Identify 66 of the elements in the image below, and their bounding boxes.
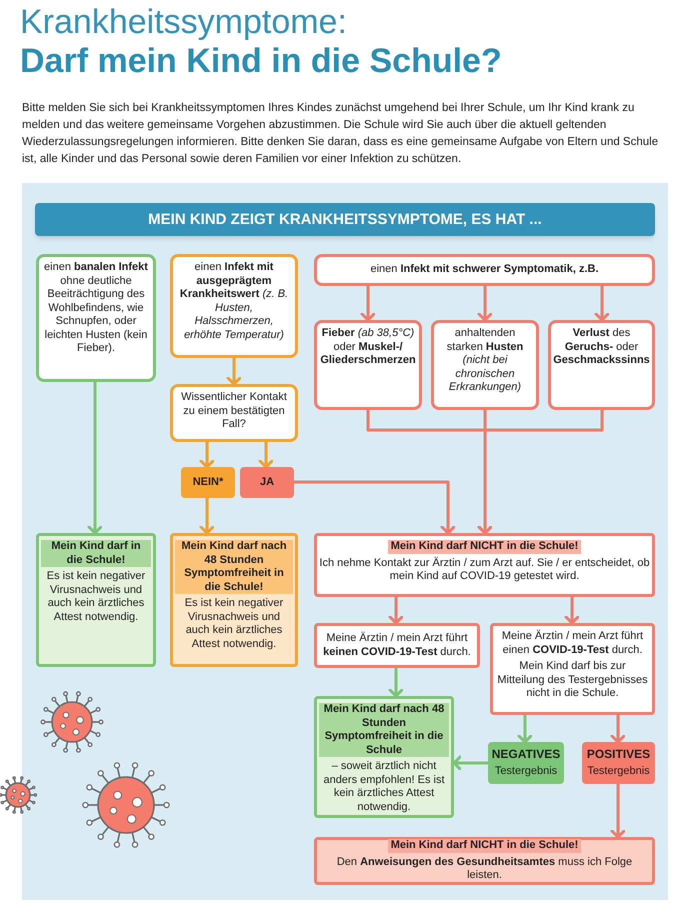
test-result-box	[582, 742, 655, 784]
box-text: Testergebnis	[587, 764, 650, 778]
box-text: – soweit ärztlich nicht anders empfohlen! Es ist kein ärztliches Attest notwendig.	[322, 760, 446, 814]
arrow	[88, 382, 102, 534]
symptom-box	[36, 254, 156, 382]
box-text: Verlust des Geruchs- oder Geschmackssinns	[553, 327, 650, 368]
header-banner	[35, 203, 655, 236]
box-text: einen banalen Infekt ohne deutliche Beeiträchtigung des Wohlbefindens, wie Schnupfen, oder leichten Husten (kein Fieber).	[43, 261, 149, 356]
box-text: einen Infekt mit schwerer Symptomatik, z.B.	[370, 263, 599, 277]
arrow	[564, 597, 580, 624]
result-box	[314, 533, 655, 597]
result-heading: POSITIVES	[586, 748, 650, 762]
process-box	[490, 623, 655, 715]
arrow	[294, 480, 456, 534]
arrow	[518, 715, 532, 744]
result-heading: Mein Kind darf NICHT in die Schule!	[388, 839, 582, 853]
box-text: Mein Kind darf bis zur Mitteilung des Testergebnisses nicht in die Schule.	[496, 660, 649, 700]
arrow	[594, 286, 610, 322]
symptom-box	[314, 320, 422, 410]
arrow	[388, 597, 404, 624]
box-text: Wissentlicher Kontakt zu einem bestätigten Fall?	[180, 391, 288, 432]
box-text: Fieber (ab 38,5°C) oder Muskel-/ Gliederschmerzen	[319, 327, 417, 368]
result-heading: NEGATIVES	[492, 748, 560, 762]
box-text: Meine Ärztin / mein Arzt führt einen COVID-19-Test durch.	[500, 630, 644, 657]
box-text: Den Anweisungen des Gesundheitsamtes muss ich Folge leisten.	[336, 856, 634, 883]
result-box	[170, 533, 298, 667]
box-text: MEIN KIND ZEIGT KRANKHEITSSYMPTOME, ES HAT ...	[148, 212, 542, 226]
arrow	[388, 668, 404, 698]
arrow	[478, 410, 604, 534]
box-text: Meine Ärztin / mein Arzt führt keinen COVID-19-Test durch.	[322, 632, 472, 659]
arrow	[610, 715, 626, 744]
arrow	[200, 442, 214, 468]
arrow	[360, 286, 376, 322]
arrow	[258, 442, 274, 468]
title: Darf mein Kind in die Schule?	[20, 41, 502, 82]
symptom-box	[170, 254, 298, 358]
result-heading: Mein Kind darf nach 48 Stunden Symptomfreiheit in die Schule	[319, 703, 449, 757]
box-text: Es ist kein negativer Virusnachweis und auch kein ärztliches Attest notwendig.	[46, 570, 146, 624]
box-text: JA	[260, 476, 274, 490]
box-text: Ich nehme Kontakt zur Ärztin / zum Arzt auf. Sie / er entscheidet, ob mein Kind auf COVID-19 getestet wird.	[319, 556, 650, 584]
symptom-box	[431, 320, 539, 410]
result-heading: Mein Kind darf in die Schule!	[41, 540, 151, 567]
symptom-box	[314, 254, 655, 286]
box-text: Es ist kein negativer Virusnachweis und auch kein ärztliches Attest notwendig.	[184, 597, 284, 651]
box-text: NEIN*	[192, 476, 224, 490]
test-result-box	[488, 742, 564, 784]
arrow	[200, 498, 214, 534]
result-box	[314, 696, 454, 818]
result-box	[314, 837, 655, 885]
result-box	[36, 533, 156, 667]
result-heading: Mein Kind darf nach 48 Stunden Symptomfreiheit in die Schule!	[175, 540, 293, 594]
arrow	[478, 286, 492, 322]
symptom-box	[548, 320, 655, 410]
arrow	[226, 358, 242, 386]
process-box	[314, 623, 480, 668]
box-text: einen Infekt mit ausgeprägtem Krankheitswert (z. B. Husten, Halsschmerzen, erhöhte Temperatur)	[178, 261, 290, 342]
result-heading: Mein Kind darf NICHT in die Schule!	[388, 540, 582, 554]
answer-box	[240, 467, 294, 498]
answer-box	[181, 467, 235, 498]
intro-paragraph: Bitte melden Sie sich bei Krankheitssymptomen Ihres Kindes zunächst umgehend bei Ihrer Schule, um Ihr Kind krank zu melden und das weitere gemeinsame Vorgehen abzustimmen. Die Schule wird Sie auch über die aktuell geltenden Wiederzulassungsregelungen informieren. Bitte denken Sie daran, dass es eine gemeinsame Aufgabe von Eltern und Schule ist, alle Kinder und das Personal sowie deren Familien vor einer Infektion zu schützen.	[22, 101, 660, 167]
subtitle: Krankheitssymptome:	[20, 2, 347, 42]
box-text: Testergebnis	[494, 764, 558, 778]
box-text: anhaltenden starken Husten (nicht bei chronischen Erkrankungen)	[446, 327, 524, 394]
arrow	[610, 784, 626, 838]
arrow	[452, 756, 488, 770]
question-box	[170, 384, 298, 442]
